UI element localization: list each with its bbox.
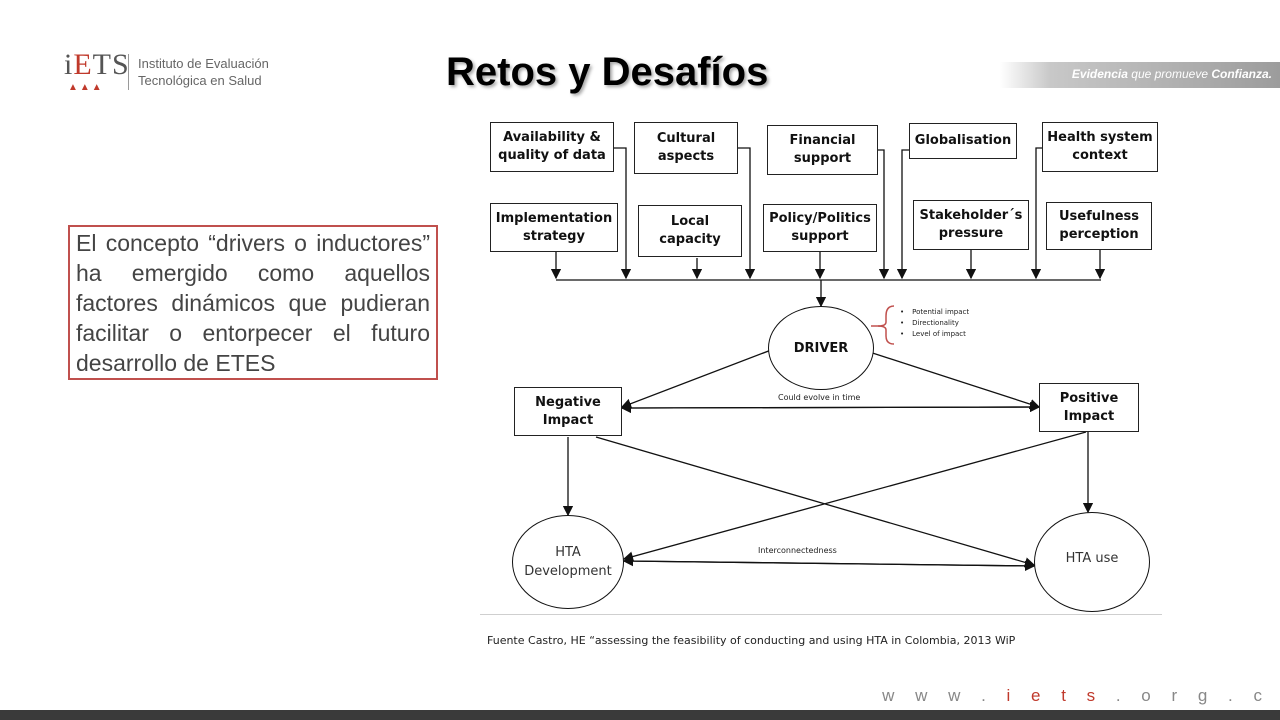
logo-name-line1: Instituto de Evaluación (138, 56, 269, 71)
tagline-part2: que promueve (1127, 67, 1212, 81)
logo: iETS ▲▲▲ Instituto de Evaluación Tecnoló… (58, 48, 278, 98)
url-prefix: w w w . (882, 686, 1007, 705)
factor-box-4: Globalisation (909, 123, 1017, 159)
hta-development-node: HTA Development (512, 515, 624, 609)
logo-people-icon: ▲▲▲ (68, 82, 104, 93)
url-suffix: . o r g . c (1103, 686, 1270, 705)
tagline-part3: Confianza. (1211, 67, 1272, 81)
factor-box-3: Financial support (767, 125, 878, 175)
negative-impact-box: Negative Impact (514, 387, 622, 436)
factor-box-7: Local capacity (638, 205, 742, 257)
footer-url: w w w . i e t s . o r g . c (882, 686, 1270, 706)
interconnectedness-label: Interconnectedness (758, 546, 837, 555)
driver-attribute: Directionality (900, 318, 969, 329)
logo-separator (128, 54, 129, 90)
driver-attributes: Potential impact Directionality Level of… (900, 307, 969, 340)
logo-mark-text: iETS (64, 48, 130, 81)
factor-box-6: Implementation strategy (490, 203, 618, 252)
factor-box-2: Cultural aspects (634, 122, 738, 174)
quote-highlight-box (68, 225, 438, 380)
drivers-diagram: Availability & quality of data Cultural … (476, 110, 1166, 630)
evolve-label: Could evolve in time (778, 393, 861, 402)
diagram-baseline (480, 614, 1162, 615)
diagram-connectors (550, 147, 1106, 572)
factor-box-1: Availability & quality of data (490, 122, 614, 172)
quote-text: El concepto “drivers o inductores” ha em… (76, 230, 430, 376)
tagline-bar: Evidencia que promueve Confianza. (1000, 62, 1280, 88)
factor-box-9: Stakeholder´s pressure (913, 200, 1029, 250)
driver-attribute: Level of impact (900, 329, 969, 340)
footer-bar (0, 710, 1280, 720)
tagline: Evidencia que promueve Confianza. (1072, 67, 1272, 81)
driver-attribute: Potential impact (900, 307, 969, 318)
hta-use-node: HTA use (1034, 512, 1150, 612)
source-citation: Fuente Castro, HE “assessing the feasibi… (487, 634, 1016, 647)
tagline-part1: Evidencia (1071, 67, 1128, 81)
driver-node: DRIVER (768, 306, 874, 390)
factor-box-5: Health system context (1042, 122, 1158, 172)
logo-name-line2: Tecnológica en Salud (138, 73, 262, 88)
factor-box-8: Policy/Politics support (763, 204, 877, 252)
slide-title: Retos y Desafíos (446, 50, 769, 94)
url-brand: i e t s (1006, 686, 1104, 705)
factor-box-10: Usefulness perception (1046, 202, 1152, 250)
positive-impact-box: Positive Impact (1039, 383, 1139, 432)
logo-mark: iETS ▲▲▲ (58, 48, 129, 98)
